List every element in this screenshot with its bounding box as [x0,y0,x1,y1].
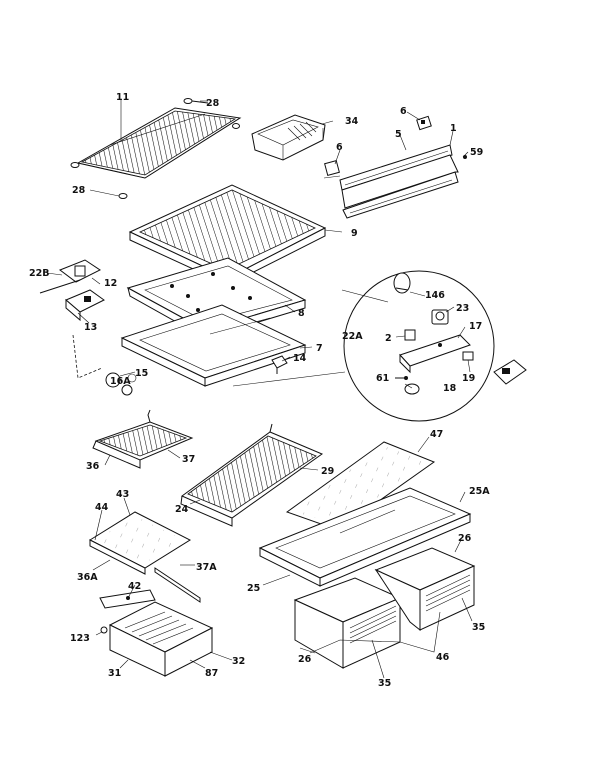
label-18: 18 [443,383,457,394]
damper-13 [65,289,105,322]
label-37: 37 [182,454,195,465]
leader-lines [46,100,473,679]
label-44: 44 [95,502,109,513]
shelf-clip-28-right [232,123,240,129]
label-36a: 36A [77,572,98,583]
label-16a: 16A [110,376,131,387]
label-26-right: 26 [458,533,472,544]
bracket-6-top [416,115,432,131]
wire-shelf-top [76,107,242,179]
dairy-bin [251,114,326,161]
label-7: 7 [316,343,323,354]
label-34: 34 [345,116,359,127]
label-28-top: 28 [206,98,220,109]
meat-drawer [108,601,214,677]
label-22b: 22B [29,268,49,279]
trim-cover [341,154,459,219]
screw-123 [100,626,108,634]
label-6-mid: 6 [336,142,343,153]
label-12: 12 [104,278,117,289]
label-15: 15 [135,368,148,379]
label-14: 14 [293,353,307,364]
label-35-right: 35 [472,622,485,633]
label-1: 1 [450,123,457,134]
label-19: 19 [462,373,475,384]
crisper-cover-25a [258,487,472,587]
switch-19 [462,351,474,361]
label-146: 146 [425,290,445,301]
label-36: 36 [86,461,100,472]
crisper-drawer-right [374,547,476,632]
control-knob-16a [105,372,137,396]
label-25: 25 [247,583,260,594]
label-61: 61 [376,373,389,384]
light-socket-146 [393,272,411,294]
label-9: 9 [351,228,358,239]
label-6-top: 6 [400,106,407,117]
label-28-left: 28 [72,185,86,196]
label-23: 23 [456,303,469,314]
switch-2 [404,329,416,341]
label-25a: 25A [469,486,490,497]
label-17: 17 [469,321,482,332]
screw-59 [463,155,467,159]
control-housing-12 [39,259,101,294]
label-42: 42 [128,581,141,592]
bulb-18 [404,383,420,395]
label-11: 11 [116,92,129,103]
part-labels: 11 28 34 6 5 1 59 6 28 9 22B 12 13 8 7 1… [29,92,490,689]
detail-inset-circle [341,270,495,422]
switch-outside-circle [493,359,527,385]
bracket-6-mid [323,160,341,179]
label-59: 59 [470,147,483,158]
shelf-clip-28-left [70,162,128,199]
label-24: 24 [175,504,189,515]
label-2: 2 [385,333,392,344]
wire-shelf-small [92,409,194,469]
label-8: 8 [298,308,305,319]
label-31: 31 [108,668,121,679]
shelf-clip-28-top [183,98,209,104]
clip-14 [271,355,288,374]
trim-rail [339,144,453,191]
label-37a: 37A [196,562,217,573]
label-26-left: 26 [298,654,312,665]
label-46: 46 [436,652,450,663]
reference-leader-right [232,371,346,387]
label-123: 123 [70,633,90,644]
label-47: 47 [430,429,443,440]
label-5: 5 [395,129,402,140]
label-35-left: 35 [378,678,391,689]
label-22a: 22A [342,331,363,342]
wire-shelf-large [180,423,324,527]
label-32: 32 [232,656,245,667]
support-rail-37a [154,567,201,603]
crisper-cover-frame [120,304,307,387]
light-shield-17 [399,334,471,374]
label-87: 87 [205,668,218,679]
glass-shelf-43 [88,511,192,575]
label-29: 29 [321,466,334,477]
label-13: 13 [84,322,97,333]
switch-23 [431,309,449,325]
label-43: 43 [116,489,129,500]
reference-leader-left [72,334,103,379]
screw-61 [395,376,408,380]
drawer-rail-42 [99,589,156,609]
